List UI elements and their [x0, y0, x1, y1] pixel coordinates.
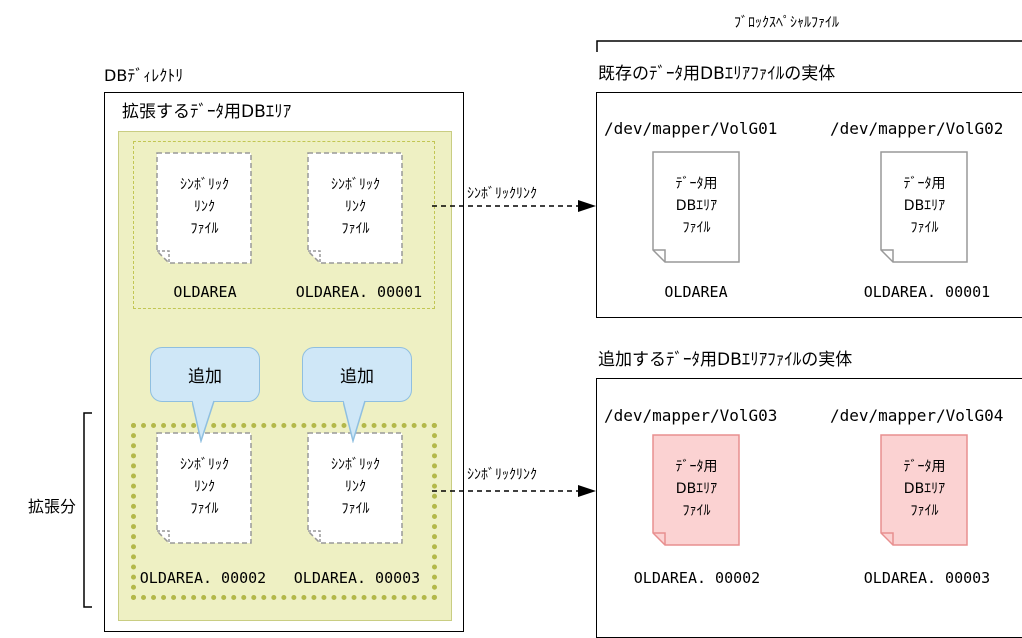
add-bubble: 追加	[150, 347, 260, 402]
existing-symlink-group	[133, 141, 435, 309]
file-text-line: DBｴﾘｱ	[903, 198, 946, 215]
block-special-bracket	[596, 40, 1022, 52]
file-text-line: DBｴﾘｱ	[675, 481, 718, 498]
symlink-arrow-label: ｼﾝﾎﾞﾘｯｸﾘﾝｸ	[467, 467, 537, 483]
entity-file: ﾃﾞｰﾀ用 DBｴﾘｱ ﾌｧｲﾙ	[652, 151, 741, 263]
device-path: /dev/mapper/VolG01	[604, 119, 778, 138]
existing-entity-box	[596, 92, 1022, 318]
file-text-line: ﾃﾞｰﾀ用	[903, 459, 946, 476]
add-bubble-label: 追加	[340, 367, 374, 387]
add-bubble-tail	[192, 399, 215, 443]
entity-file: ﾃﾞｰﾀ用 DBｴﾘｱ ﾌｧｲﾙ	[880, 434, 969, 546]
existing-entity-label: 既存のﾃﾞｰﾀ用DBｴﾘｱﾌｧｲﾙの実体	[598, 64, 836, 84]
file-text-line: DBｴﾘｱ	[675, 198, 718, 215]
symlink-file: ｼﾝﾎﾞﾘｯｸ ﾘﾝｸ ﾌｧｲﾙ	[307, 432, 404, 544]
file-text-line: ﾌｧｲﾙ	[341, 500, 370, 517]
added-entity-label: 追加するﾃﾞｰﾀ用DBｴﾘｱﾌｧｲﾙの実体	[598, 350, 853, 370]
file-text-line: ｼﾝﾎﾞﾘｯｸ	[180, 177, 229, 194]
symlink-file-name: OLDAREA	[173, 283, 237, 301]
add-bubble-label: 追加	[188, 367, 222, 387]
block-special-file-label: ﾌﾞﾛｯｸｽﾍﾟｼｬﾙﾌｧｲﾙ	[734, 15, 839, 31]
file-text-line: ﾘﾝｸ	[194, 479, 215, 496]
file-text-line: ﾘﾝｸ	[345, 199, 366, 216]
symlink-file: ｼﾝﾎﾞﾘｯｸ ﾘﾝｸ ﾌｧｲﾙ	[307, 152, 404, 264]
file-text-line: ﾃﾞｰﾀ用	[675, 176, 718, 193]
file-text-line: ﾘﾝｸ	[194, 199, 215, 216]
entity-file-name: OLDAREA. 00002	[633, 569, 761, 587]
file-text-line: ｼﾝﾎﾞﾘｯｸ	[331, 457, 380, 474]
symlink-arrow-label: ｼﾝﾎﾞﾘｯｸﾘﾝｸ	[467, 186, 537, 202]
symlink-file-name: OLDAREA. 00002	[139, 569, 267, 587]
added-symlink-group	[131, 423, 437, 600]
entity-file: ﾃﾞｰﾀ用 DBｴﾘｱ ﾌｧｲﾙ	[880, 151, 969, 263]
file-text-line: ﾘﾝｸ	[345, 479, 366, 496]
file-text-line: DBｴﾘｱ	[903, 481, 946, 498]
symlink-arrow	[432, 485, 596, 497]
device-path: /dev/mapper/VolG04	[830, 406, 1004, 425]
symlink-arrow	[432, 200, 596, 212]
file-text-line: ﾌｧｲﾙ	[190, 220, 219, 237]
file-text-line: ﾃﾞｰﾀ用	[675, 459, 718, 476]
expand-area-label: 拡張するﾃﾞｰﾀ用DBｴﾘｱ	[122, 102, 292, 122]
symlink-file-name: OLDAREA. 00003	[293, 569, 421, 587]
file-text-line: ｼﾝﾎﾞﾘｯｸ	[331, 177, 380, 194]
symlink-file-name: OLDAREA. 00001	[295, 283, 423, 301]
file-text-line: ﾌｧｲﾙ	[910, 502, 939, 519]
entity-file-name: OLDAREA. 00003	[863, 569, 991, 587]
file-text-line: ﾌｧｲﾙ	[341, 220, 370, 237]
device-path: /dev/mapper/VolG03	[604, 406, 778, 425]
entity-file-name: OLDAREA. 00001	[863, 283, 991, 301]
file-text-line: ﾃﾞｰﾀ用	[903, 176, 946, 193]
file-text-line: ﾌｧｲﾙ	[682, 219, 711, 236]
add-bubble: 追加	[302, 347, 412, 402]
file-text-line: ｼﾝﾎﾞﾘｯｸ	[180, 457, 229, 474]
entity-file: ﾃﾞｰﾀ用 DBｴﾘｱ ﾌｧｲﾙ	[652, 434, 741, 546]
expansion-label: 拡張分	[28, 497, 77, 516]
add-bubble-tail	[343, 399, 366, 443]
device-path: /dev/mapper/VolG02	[830, 119, 1004, 138]
entity-file-name: OLDAREA	[664, 283, 728, 301]
expansion-bracket	[83, 412, 92, 608]
symlink-file: ｼﾝﾎﾞﾘｯｸ ﾘﾝｸ ﾌｧｲﾙ	[156, 152, 253, 264]
symlink-file: ｼﾝﾎﾞﾘｯｸ ﾘﾝｸ ﾌｧｲﾙ	[156, 432, 253, 544]
file-text-line: ﾌｧｲﾙ	[190, 500, 219, 517]
file-text-line: ﾌｧｲﾙ	[682, 502, 711, 519]
db-directory-label: DBﾃﾞｨﾚｸﾄﾘ	[104, 66, 184, 85]
file-text-line: ﾌｧｲﾙ	[910, 219, 939, 236]
